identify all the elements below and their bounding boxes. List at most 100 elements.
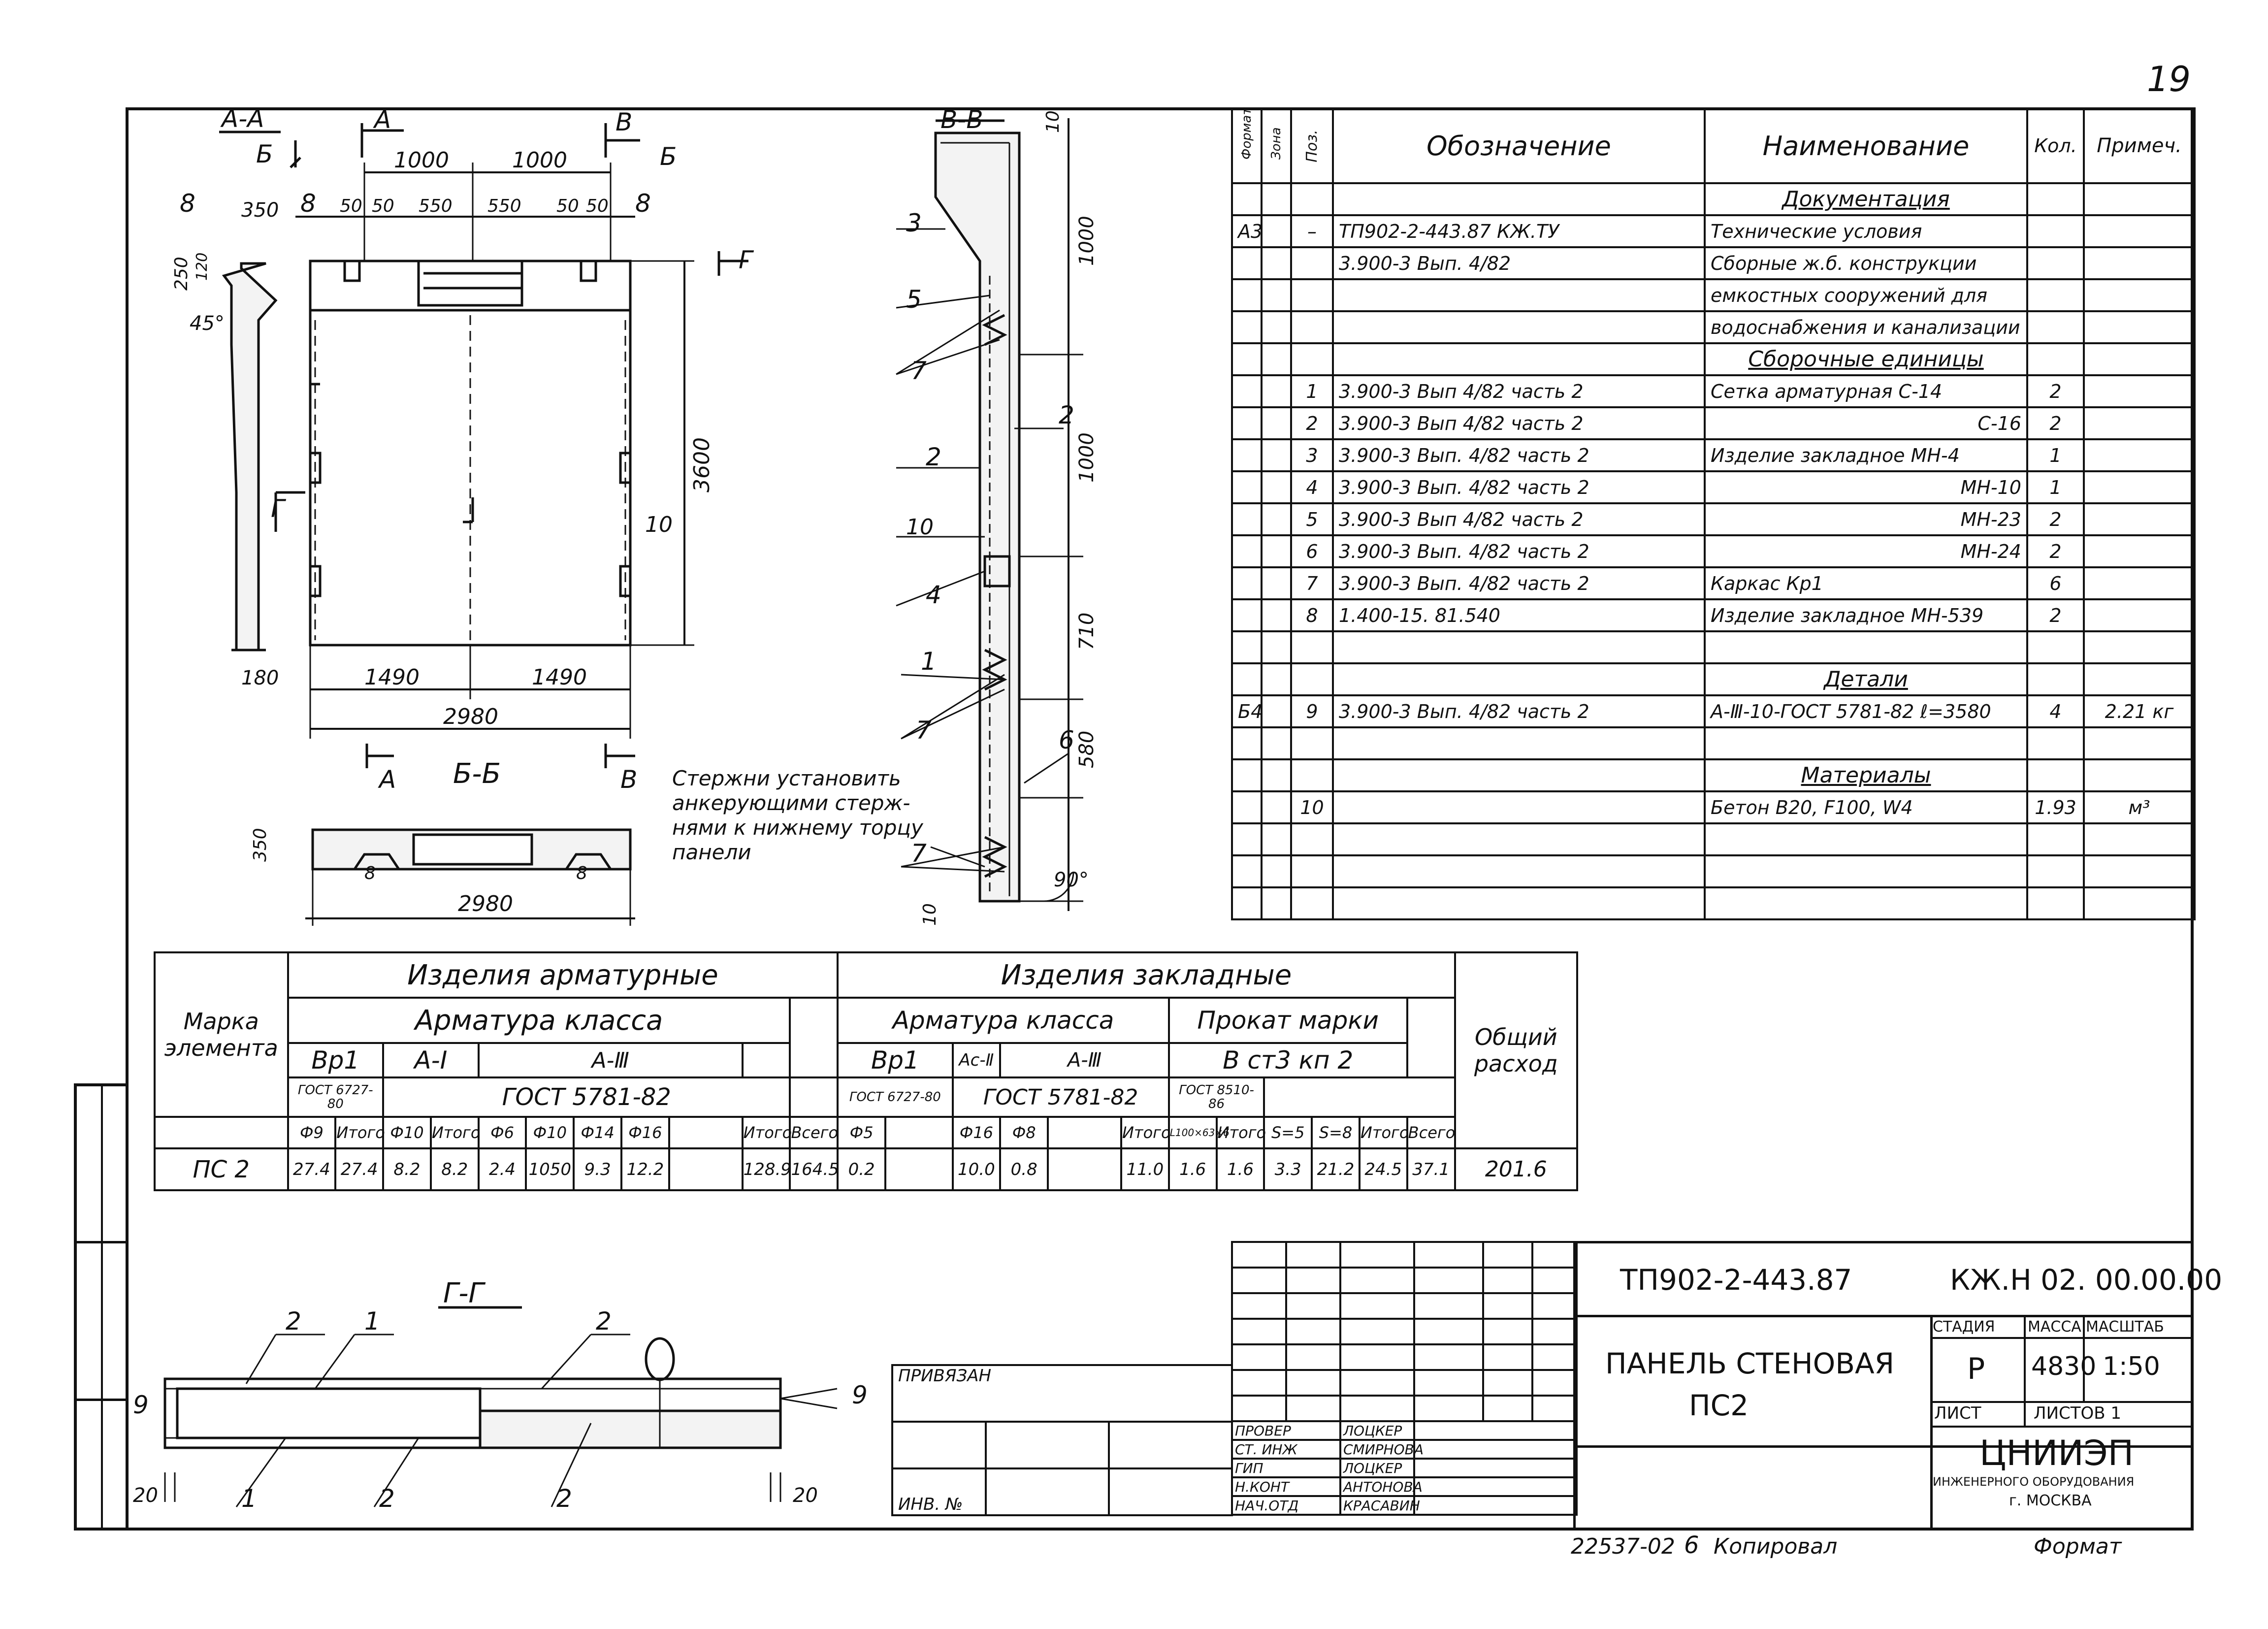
- class1-header: Арматура класса: [287, 997, 791, 1044]
- spec-cell-qty: [2026, 886, 2085, 920]
- spec-cell-designation: [1332, 310, 1706, 344]
- label-7-bottom: 7: [911, 839, 927, 868]
- dim-180: 180: [241, 667, 279, 689]
- spec-cell-qty: [2026, 182, 2085, 216]
- mat-value-cell: 21.2: [1311, 1147, 1361, 1191]
- spec-cell-designation: ТП902-2-443.87 КЖ.ТУ: [1332, 214, 1706, 248]
- spec-cell-designation: 3.900-3 Вып. 4/82 часть 2: [1332, 438, 1706, 472]
- signature-role: СТ. ИНЖ: [1231, 1439, 1341, 1460]
- spec-cell-pos: [1290, 342, 1334, 376]
- mat-col-header: Итого: [334, 1116, 385, 1149]
- mat-col-header: Всего: [789, 1116, 839, 1149]
- spec-cell-zone: [1261, 246, 1292, 280]
- mat-value-cell: 2.4: [477, 1147, 527, 1191]
- dim-580: 580: [1075, 731, 1098, 768]
- spec-cell-designation: 3.900-3 Вып 4/82 часть 2: [1332, 502, 1706, 536]
- spec-cell-pos: [1290, 630, 1334, 664]
- spec-cell-qty: [2026, 822, 2085, 856]
- spec-cell-zone: [1261, 470, 1292, 504]
- spec-cell-pos: 8: [1290, 598, 1334, 632]
- mat-value-cell: 8.2: [382, 1147, 432, 1191]
- mat-col-header: Итого: [1215, 1116, 1266, 1149]
- spec-cell-pos: [1290, 182, 1334, 216]
- spec-cell-format: [1231, 182, 1263, 216]
- spec-cell-pos: 3: [1290, 438, 1334, 472]
- spec-cell-name: [1704, 886, 2028, 920]
- mat-col-header: S=8: [1311, 1116, 1361, 1149]
- mark-header: Марка элемента: [154, 951, 289, 1118]
- mat-col-header: Всего: [1406, 1116, 1456, 1149]
- mat-value-cell: [884, 1147, 954, 1191]
- label-4: 4: [926, 581, 941, 609]
- spec-row: емкостных сооружений для: [1231, 278, 2196, 312]
- spec-cell-note: [2083, 438, 2196, 472]
- prokat-header: Прокат марки: [1167, 997, 1408, 1044]
- label-10-vv: 10: [906, 515, 934, 540]
- spec-cell-zone: [1261, 662, 1292, 696]
- spec-cell-format: [1231, 502, 1263, 536]
- mat-col-header: Ф14: [573, 1116, 622, 1149]
- gg-label-2a: 2: [286, 1307, 301, 1336]
- footer-copied: Копировал: [1714, 1534, 1838, 1559]
- spec-cell-pos: [1290, 854, 1334, 888]
- group-ac2: Ас-Ⅱ: [951, 1042, 1002, 1078]
- label-10-elev: 10: [645, 512, 673, 537]
- spec-cell-note: м³: [2083, 790, 2196, 824]
- dim-10-top: 10: [1043, 110, 1063, 133]
- spec-cell-name: Документация: [1704, 182, 2028, 216]
- spec-cell-format: [1231, 438, 1263, 472]
- label-2-left: 2: [926, 443, 941, 471]
- view-aa-title: А-А: [220, 104, 264, 133]
- spec-cell-designation: [1332, 854, 1706, 888]
- spec-cell-format: [1231, 886, 1263, 920]
- signature-role: НАЧ.ОТД: [1231, 1495, 1341, 1516]
- project-code: ТП902-2-443.87: [1620, 1263, 1852, 1297]
- spec-cell-name: емкостных сооружений для: [1704, 278, 2028, 312]
- spec-cell-name: Сборочные единицы: [1704, 342, 2028, 376]
- spec-cell-pos: 10: [1290, 790, 1334, 824]
- dim-3600: 3600: [689, 437, 714, 492]
- spec-cell-format: [1231, 790, 1263, 824]
- spec-cell-pos: –: [1290, 214, 1334, 248]
- spec-cell-note: [2083, 342, 2196, 376]
- spec-cell-zone: [1261, 790, 1292, 824]
- spec-cell-format: [1231, 246, 1263, 280]
- spec-cell-designation: 3.900-3 Вып. 4/82 часть 2: [1332, 694, 1706, 728]
- spec-cell-designation: [1332, 822, 1706, 856]
- std-5781: ГОСТ 5781-82: [382, 1076, 791, 1118]
- mat-col-header: [884, 1116, 954, 1149]
- spec-cell-designation: 3.900-3 Вып. 4/82: [1332, 246, 1706, 280]
- view-aa-cut-b: Б: [256, 140, 273, 168]
- gg-label-1b: 1: [241, 1484, 257, 1513]
- signature-mark: [1413, 1495, 1578, 1516]
- org-subtitle: ИНЖЕНЕРНОГО ОБОРУДОВАНИЯ: [1933, 1475, 2135, 1489]
- spec-cell-name: Изделие закладное МН-4: [1704, 438, 2028, 472]
- sheets-header: ЛИСТОВ 1: [2034, 1403, 2122, 1423]
- mat-value-cell: 8.2: [429, 1147, 480, 1191]
- label-2-right: 2: [1059, 401, 1074, 429]
- footer-sheet: 6: [1684, 1531, 1699, 1559]
- mat-value-cell: [668, 1147, 744, 1191]
- dim-top-2: 1000: [512, 148, 567, 173]
- spec-cell-qty: [2026, 662, 2085, 696]
- spec-cell-note: [2083, 822, 2196, 856]
- spec-cell-qty: 4: [2026, 694, 2085, 728]
- footer-number: 22537-02: [1571, 1534, 1675, 1559]
- spec-row: [1231, 822, 2196, 856]
- spec-row: [1231, 886, 2196, 920]
- spec-cell-note: [2083, 758, 2196, 792]
- spec-cell-format: [1231, 630, 1263, 664]
- binding-block: ПРИВЯЗАН ИНВ. №: [891, 1364, 1233, 1516]
- std-6727b: ГОСТ 6727-80: [837, 1076, 954, 1118]
- note-line-4: панели: [672, 840, 751, 864]
- mass-header: МАССА: [2028, 1318, 2081, 1336]
